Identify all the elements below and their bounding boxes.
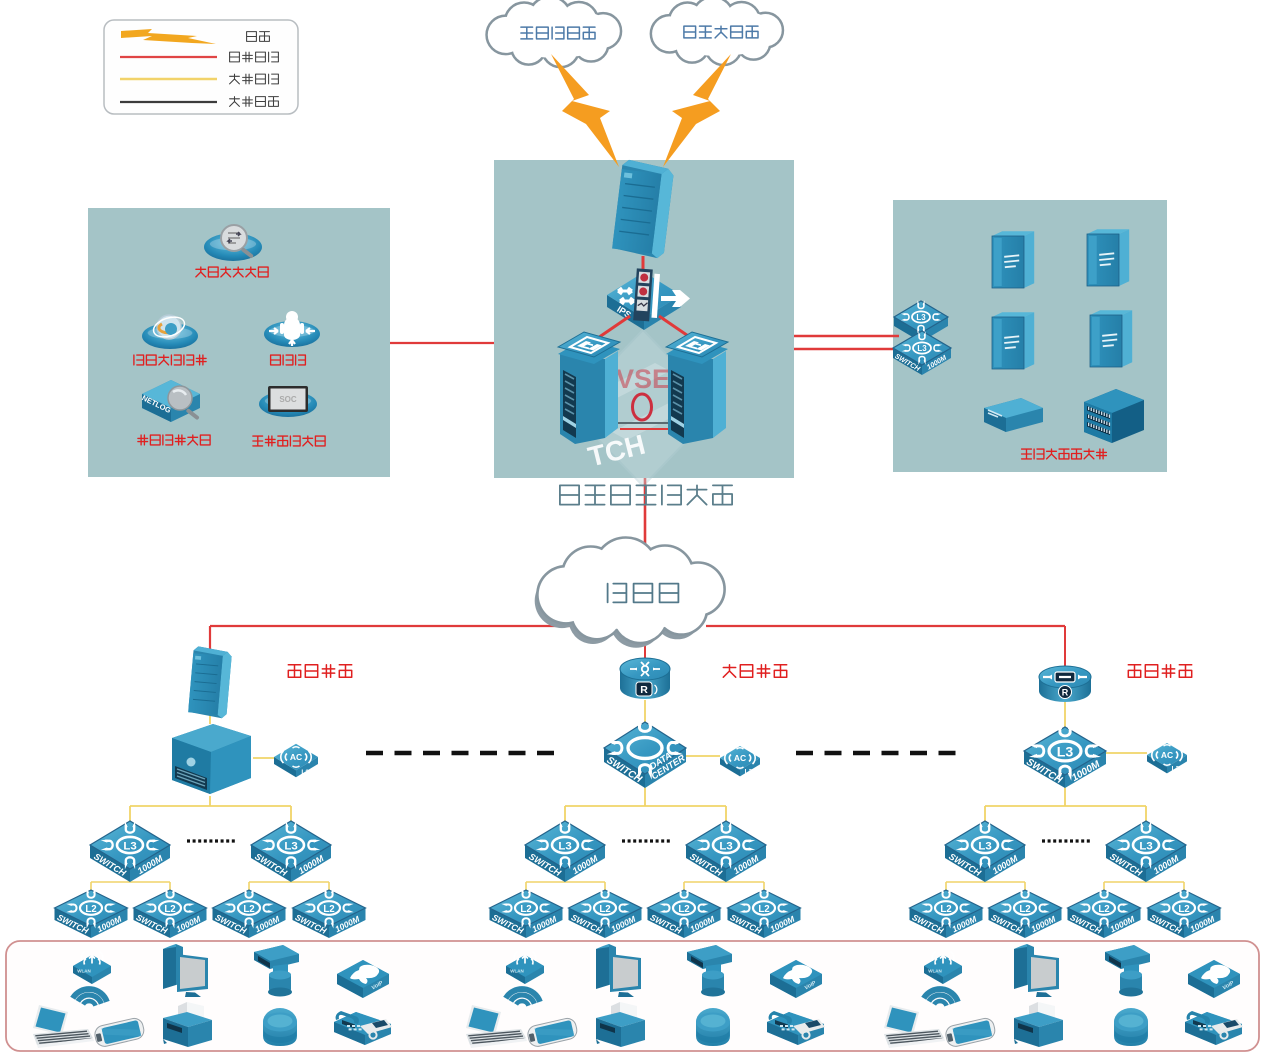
svg-text:VoIP: VoIP <box>804 980 818 991</box>
svg-text:L2: L2 <box>1098 904 1109 915</box>
svg-text:L3: L3 <box>917 344 927 353</box>
svg-text:AC: AC <box>734 753 746 763</box>
svg-text:L3: L3 <box>916 313 926 322</box>
svg-text:SOC: SOC <box>279 395 297 404</box>
svg-text:WLAN: WLAN <box>510 969 524 974</box>
svg-text:L2: L2 <box>745 769 753 776</box>
svg-text:L2: L2 <box>758 904 769 915</box>
svg-text:L2: L2 <box>323 904 334 915</box>
svg-text:WLAN: WLAN <box>77 969 91 974</box>
svg-text:L3: L3 <box>1057 744 1074 760</box>
svg-text:VSE: VSE <box>616 364 670 394</box>
svg-text:L2: L2 <box>599 904 610 915</box>
svg-text:L3: L3 <box>558 840 571 852</box>
svg-text:L3: L3 <box>719 840 732 852</box>
svg-text:L3: L3 <box>1139 840 1152 852</box>
svg-text:L2: L2 <box>243 904 254 915</box>
svg-text:L2: L2 <box>1019 904 1030 915</box>
svg-text:L2: L2 <box>1172 766 1180 773</box>
svg-text:WLAN: WLAN <box>928 969 942 974</box>
svg-text:AC: AC <box>1161 750 1173 760</box>
svg-text:L3: L3 <box>123 840 136 852</box>
svg-text:L2: L2 <box>520 904 531 915</box>
svg-text:L2: L2 <box>678 904 689 915</box>
svg-text:L3: L3 <box>284 840 297 852</box>
svg-text:R: R <box>1062 688 1069 698</box>
svg-text:R: R <box>640 684 648 696</box>
svg-text:AC: AC <box>290 752 302 762</box>
svg-text:VoIP: VoIP <box>1222 980 1236 991</box>
svg-text:L2: L2 <box>940 904 951 915</box>
svg-text:L2: L2 <box>85 904 96 915</box>
svg-text:L2: L2 <box>1178 904 1189 915</box>
svg-text:VoIP: VoIP <box>371 980 385 991</box>
svg-text:L2: L2 <box>164 904 175 915</box>
svg-text:L3: L3 <box>978 840 991 852</box>
svg-text:L2: L2 <box>301 769 309 776</box>
